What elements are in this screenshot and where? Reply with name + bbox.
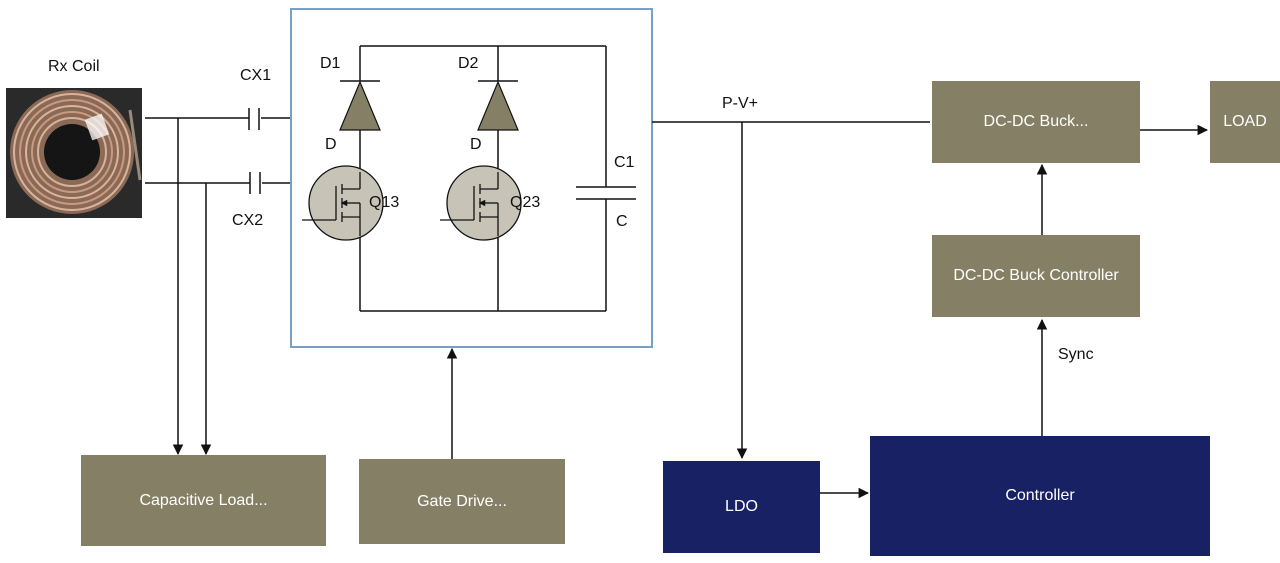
rx-coil-image: [6, 88, 142, 218]
q13-label: Q13: [369, 194, 400, 211]
c1-label: C1: [614, 154, 635, 171]
d1-terminal-label: D: [325, 136, 337, 153]
controller-block: Controller: [870, 436, 1210, 556]
capacitor-cx1: [248, 108, 260, 130]
dcdc-buck-block: DC-DC Buck...: [932, 81, 1140, 163]
gate-drive-block: Gate Drive...: [359, 459, 565, 544]
dcdc-controller-block: DC-DC Buck Controller: [932, 235, 1140, 317]
mosfet-q23: [440, 165, 522, 241]
rail-label: P-V+: [722, 95, 759, 112]
input-wiring: [145, 117, 291, 456]
capacitor-cx2: [249, 172, 261, 194]
capacitive-load-block: Capacitive Load...: [81, 455, 326, 546]
rx-coil-label: Rx Coil: [48, 58, 100, 75]
ldo-label: LDO: [725, 498, 758, 515]
cx2-label: CX2: [232, 212, 264, 229]
diode-d2: [477, 80, 519, 131]
signal-arrows: [446, 122, 1209, 499]
controller-label: Controller: [1005, 487, 1075, 504]
rectifier-frame: [290, 8, 653, 348]
gate-drive-label: Gate Drive...: [417, 492, 507, 510]
rectifier-wiring: [359, 45, 930, 312]
load-block: LOAD: [1210, 81, 1280, 163]
dcdc-buck-label: DC-DC Buck...: [983, 113, 1089, 130]
q23-label: Q23: [510, 194, 541, 211]
diode-d1: [339, 80, 381, 131]
ldo-block: LDO: [663, 461, 820, 553]
sync-label: Sync: [1058, 346, 1094, 363]
d2-label: D2: [458, 55, 479, 72]
mosfet-q13: [302, 165, 384, 241]
cx1-label: CX1: [240, 67, 272, 84]
dcdc-controller-label: DC-DC Buck Controller: [953, 267, 1119, 284]
d1-label: D1: [320, 55, 341, 72]
c1-terminal-label: C: [616, 213, 628, 230]
load-label: LOAD: [1223, 113, 1267, 130]
capacitor-c1: [576, 186, 636, 200]
d2-terminal-label: D: [470, 136, 482, 153]
capacitive-load-label: Capacitive Load...: [139, 491, 268, 509]
